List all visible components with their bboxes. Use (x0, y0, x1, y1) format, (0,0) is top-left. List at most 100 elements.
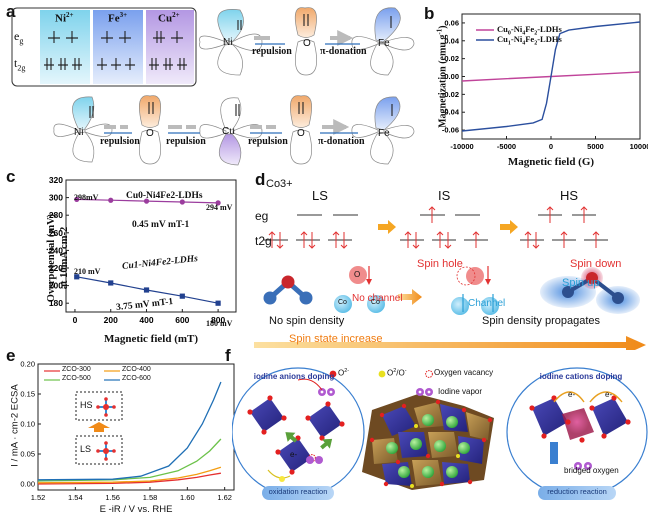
eg-level-label: eg (255, 209, 269, 223)
panel-c-xlabel: Magnetic field (mT) (103, 333, 199, 345)
reduction-reaction-pill (538, 486, 616, 500)
panel-e-ytick-label: 0.20 (20, 360, 35, 369)
spin-state-increase-bar (254, 336, 646, 350)
panel-c-xtick-label: 800 (211, 315, 225, 325)
atom-cu-bottom: Cu (222, 126, 235, 137)
panel-e-ytick-label: 0.15 (20, 390, 35, 399)
bottom-chain-fe-orbital (351, 96, 415, 165)
panel-e-xtick-label: 1.52 (31, 493, 46, 502)
atom-fe-top: Fe (378, 38, 390, 49)
panel-c-point (179, 199, 185, 205)
iodine-vapor-label: Iodine vapor (438, 387, 483, 396)
panel-c-ylabel: Overpotential (mV) at 10mA cm-2 (46, 213, 70, 303)
state-ls: LS (312, 188, 328, 203)
ni-column (40, 10, 90, 84)
ion-label-fe: Fe3+ (108, 11, 128, 25)
atom-fe-bottom: Fe (378, 128, 390, 139)
top-chain-ni-orbital (199, 9, 263, 76)
panel-c-xtick-label: 600 (175, 315, 189, 325)
crystal-structure (362, 394, 494, 490)
panel-f-diagram (232, 367, 648, 500)
panel-b-ytick-label: -0.02 (442, 90, 459, 99)
state-arrow-2 (500, 220, 518, 234)
spin-up-label: Spin up (562, 277, 600, 289)
bond-label-repulsion-3: repulsion (248, 136, 288, 147)
top-chain-o-orbital (294, 7, 317, 76)
spin-density-propagates-label: Spin density propagates (482, 315, 601, 327)
panel-c-point (179, 293, 185, 299)
panel-e-ytick-label: 0.05 (20, 450, 35, 459)
state-is: IS (438, 188, 451, 203)
panel-c-ytick-label: 240 (49, 245, 63, 255)
oxidation-reaction-label: oxidation reaction (268, 487, 328, 496)
legend-label-o2-minus: O2- (338, 368, 350, 378)
panel-label-b: b (424, 4, 435, 23)
panel-c-point (74, 196, 80, 202)
hs-label: HS (80, 400, 93, 410)
legend-vacancy-marker (425, 370, 433, 378)
bottom-chain-o1-orbital (139, 95, 161, 165)
panel-b-ytick-label: 0.02 (444, 54, 459, 63)
panel-c-xtick-label: 400 (139, 315, 153, 325)
ion-label-ni: Ni2+ (55, 11, 74, 25)
no-channel-molecule (334, 266, 385, 313)
panel-c-ytick-label: 220 (49, 263, 63, 273)
bond-label-repulsion: repulsion (252, 46, 292, 57)
spin-hole-label: Spin hole (417, 258, 463, 270)
panel-c-ytick-label: 300 (49, 193, 63, 203)
panel-e-ytick-label: 0.10 (20, 420, 35, 429)
cu-column (146, 10, 194, 84)
ls-label: LS (80, 444, 92, 454)
reduction-reaction-label: reduction reaction (547, 487, 607, 496)
bond-label-repulsion-1: repulsion (100, 136, 140, 147)
spin-down-label: Spin down (570, 258, 622, 270)
panel-c-point (108, 197, 114, 203)
eg-label: eg (14, 29, 24, 46)
panel-b-xtick-label: -10000 (450, 142, 473, 151)
hs-spin-density (540, 267, 640, 314)
channel-label: Channel (468, 298, 506, 309)
t2g-level-label: t2g (255, 234, 272, 248)
panel-e-plot-frame (37, 363, 235, 491)
ls-box (75, 435, 123, 465)
bottom-chain-o2-orbital (290, 95, 312, 165)
panel-c-point (215, 200, 221, 206)
legend-label-zco400: ZCO-400 (122, 366, 151, 373)
panel-e-series-line (37, 466, 222, 484)
atom-o-top: O (303, 38, 311, 49)
panel-b-ytick-label: -0.04 (442, 108, 460, 117)
panel-b-xtick-label: 0 (549, 142, 553, 151)
left-bubble-title: iodine anions doping (253, 372, 335, 381)
hs-octahedron-icon (96, 397, 116, 417)
bridged-oxygen-label: bridged oxygen (564, 466, 619, 475)
legend-label-cu1: Cu1-Ni4Fe2-LDHs (497, 34, 562, 47)
right-bubble-content (529, 391, 631, 470)
fe-column (93, 10, 143, 84)
panel-c-xtick-label: 0 (73, 315, 78, 325)
t2g-label: t2g (14, 56, 26, 73)
panel-c-ytick-label: 200 (49, 281, 63, 291)
panel-c-plot-frame (65, 179, 237, 313)
panel-b-ytick-label: 0.00 (444, 72, 459, 81)
atom-co-label-1: Co (338, 299, 347, 306)
bond-label-pi-donation-2: π-donation (318, 136, 365, 147)
panel-c-ytick-label: 280 (49, 210, 63, 220)
panel-e-xtick-label: 1.58 (143, 493, 158, 502)
atom-o2-bottom: O (297, 128, 305, 139)
panel-b-ylabel: Magnetization (emu g-1) (435, 25, 449, 128)
panel-c-ytick-label: 180 (49, 298, 63, 308)
panel-e-xtick-label: 1.62 (217, 493, 232, 502)
panel-e-xtick-label: 1.56 (105, 493, 120, 502)
co-label: Co3+ (266, 178, 293, 190)
atom-o1-bottom: O (146, 128, 154, 139)
panel-c-xtick-label: 200 (104, 315, 118, 325)
panel-label-c: c (6, 167, 16, 186)
panel-b-xtick-label: 5000 (587, 142, 604, 151)
panel-c-point (74, 274, 80, 280)
panel-c-point-label-294: 294 mV (206, 203, 233, 212)
panel-e-xlabel: E -iR / V vs. RHE (99, 504, 173, 515)
panel-b-xtick-label: 10000 (630, 142, 648, 151)
no-channel-label: No channel (352, 293, 403, 304)
legend-label-zco300: ZCO-300 (62, 366, 91, 373)
